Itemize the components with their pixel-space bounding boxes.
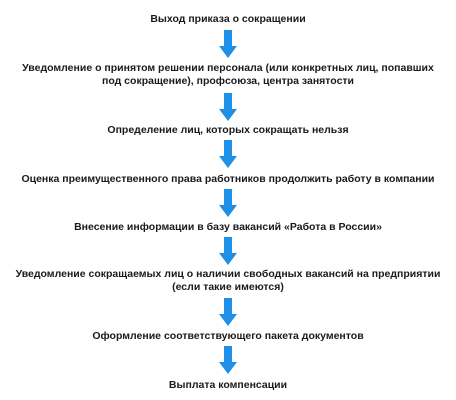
arrow-down-icon <box>219 30 237 58</box>
step-7: Оформление соответствующего пакета докум… <box>0 330 456 343</box>
arrow-down-icon <box>219 346 237 374</box>
step-2-line-2: под сокращение), профсоюза, центра занят… <box>101 75 354 87</box>
step-4-line-1: Оценка преимущественного права работнико… <box>21 173 435 185</box>
arrow-down-icon <box>219 237 237 265</box>
arrow-down-icon <box>219 298 237 326</box>
step-3-line-1: Определение лиц, которых сокращать нельз… <box>107 124 349 136</box>
arrow-down-icon <box>219 93 237 121</box>
step-4: Оценка преимущественного права работнико… <box>0 173 456 186</box>
step-1: Выход приказа о сокращении <box>0 13 456 26</box>
arrow-down-icon <box>219 189 237 217</box>
step-6: Уведомление сокращаемых лиц о наличии св… <box>0 268 456 294</box>
step-6-line-2: (если такие имеются) <box>172 281 284 293</box>
arrow-down-icon <box>219 140 237 168</box>
step-5-line-1: Внесение информации в базу вакансий «Раб… <box>74 221 382 233</box>
step-1-line-1: Выход приказа о сокращении <box>150 13 306 25</box>
step-2: Уведомление о принятом решении персонала… <box>0 62 456 88</box>
step-8-line-1: Выплата компенсации <box>168 379 288 391</box>
step-6-line-1: Уведомление сокращаемых лиц о наличии св… <box>15 268 441 280</box>
step-2-line-1: Уведомление о принятом решении персонала… <box>22 62 434 74</box>
step-8: Выплата компенсации <box>0 379 456 392</box>
step-3: Определение лиц, которых сокращать нельз… <box>0 124 456 137</box>
step-7-line-1: Оформление соответствующего пакета докум… <box>92 330 364 342</box>
step-5: Внесение информации в базу вакансий «Раб… <box>0 221 456 234</box>
